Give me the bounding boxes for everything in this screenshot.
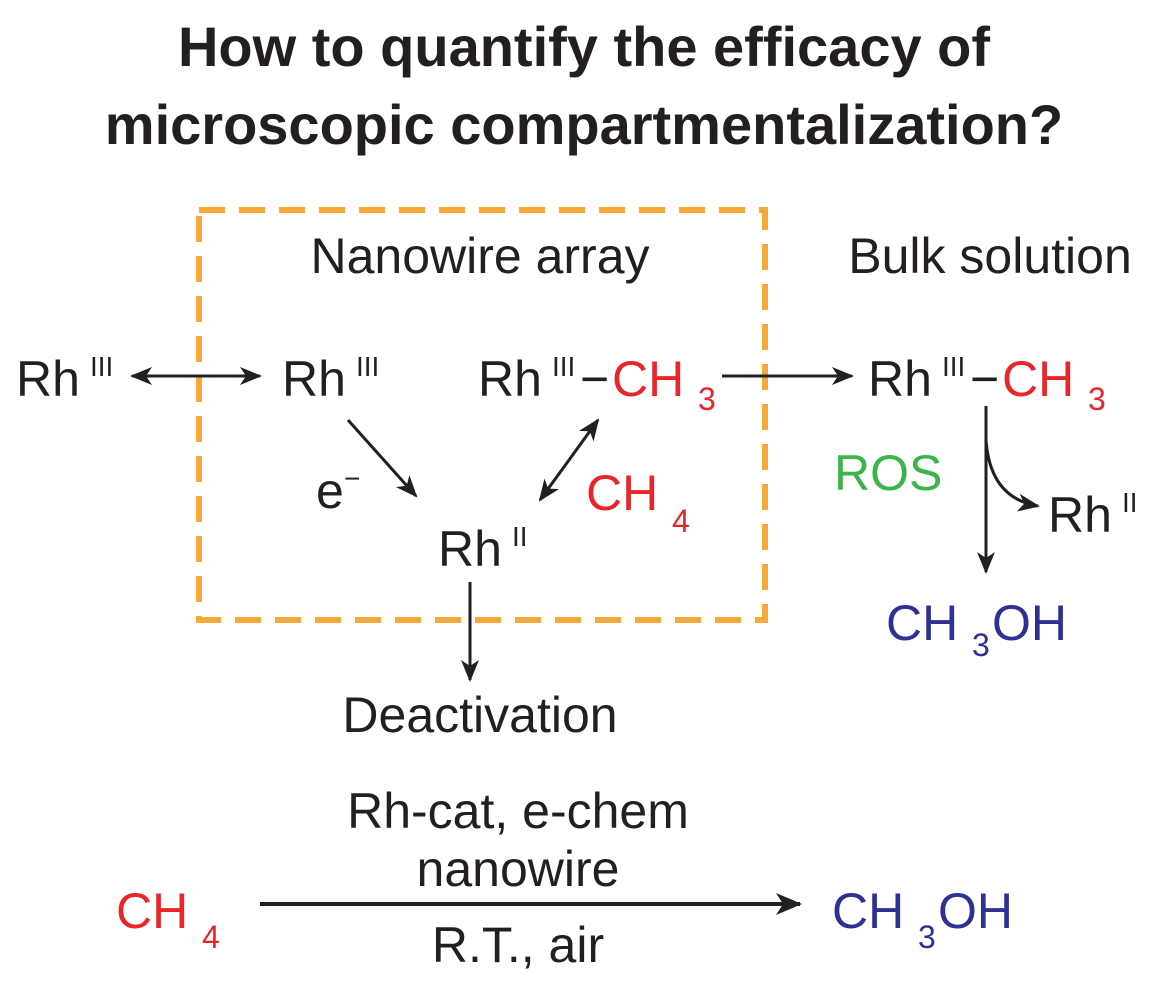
deactivation-label: Deactivation [342,687,617,743]
rh-iii-methyl-inside-bond: − [580,351,609,407]
rh-iii-methyl-bulk-bond: − [970,351,999,407]
methane-inside-sub: 4 [672,503,690,539]
rh-ii-release-arrow [984,439,1040,512]
rh-ii-bulk: Rh II [1048,487,1138,543]
methanol-bulk-ch: CH [886,595,958,651]
conditions-line-1: Rh-cat, e-chem [347,783,689,839]
rh-iii-methyl-inside-symbol: Rh [478,351,542,407]
bulk-solution-label: Bulk solution [848,228,1132,284]
conditions-bottom: R.T., air [432,917,604,973]
rh-ii-inside-symbol: Rh [438,521,502,577]
nanowire-compartment-box [196,207,768,623]
rh-ii-bulk-symbol: Rh [1048,487,1112,543]
methanol-product: CH 3 OH [832,883,1013,955]
title-line-2: microscopic compartmentalization? [105,93,1063,156]
methanol-product-ch: CH [832,883,904,939]
rh-iii-methyl-bulk-sub: 3 [1088,381,1106,417]
methanol-bulk: CH 3 OH [886,595,1067,663]
rh-iii-outside-symbol: Rh [16,351,80,407]
methane-inside: CH 4 [586,465,690,539]
ros-label: ROS [834,445,942,501]
methanol-product-sub: 3 [918,919,936,955]
methanol-bulk-oh: OH [992,595,1067,651]
electron-charge: − [344,463,360,494]
title-line-1: How to quantify the efficacy of [178,15,990,78]
rh-ii-bulk-oxidation: II [1122,487,1138,518]
rh-iii-methyl-bulk: Rh III − CH 3 [868,351,1106,417]
electron-symbol: e [316,463,344,519]
rh-iii-methyl-bulk-oxidation: III [942,351,965,382]
rh-iii-methyl-inside-sub: 3 [698,381,716,417]
rh-ii-inside-oxidation: II [512,521,528,552]
methane-reactant: CH 4 [116,883,220,955]
electron-label: e − [316,463,360,519]
rh-iii-methyl-inside-oxidation: III [552,351,575,382]
rh-iii-methyl-bulk-ch: CH [1002,351,1074,407]
rh-iii-inside-symbol: Rh [282,351,346,407]
methane-reactant-sub: 4 [202,919,220,955]
methane-activation-arrow [538,418,600,502]
methane-reactant-ch: CH [116,883,188,939]
reduction-arrow [346,418,418,498]
rh-ii-inside: Rh II [438,521,528,577]
rh-iii-methyl-bulk-symbol: Rh [868,351,932,407]
methane-inside-ch: CH [586,465,658,521]
rh-iii-inside-oxidation: III [356,351,379,382]
methanol-product-oh: OH [938,883,1013,939]
methanol-bulk-sub: 3 [972,627,990,663]
nanowire-array-label: Nanowire array [310,228,649,284]
rh-iii-methyl-inside: Rh III − CH 3 [478,351,716,417]
conditions-line-2: nanowire [417,841,620,897]
rh-iii-inside: Rh III [282,351,379,407]
rh-iii-outside-oxidation: III [90,351,113,382]
rh-iii-outside: Rh III [16,351,113,407]
rh-iii-methyl-inside-ch: CH [612,351,684,407]
